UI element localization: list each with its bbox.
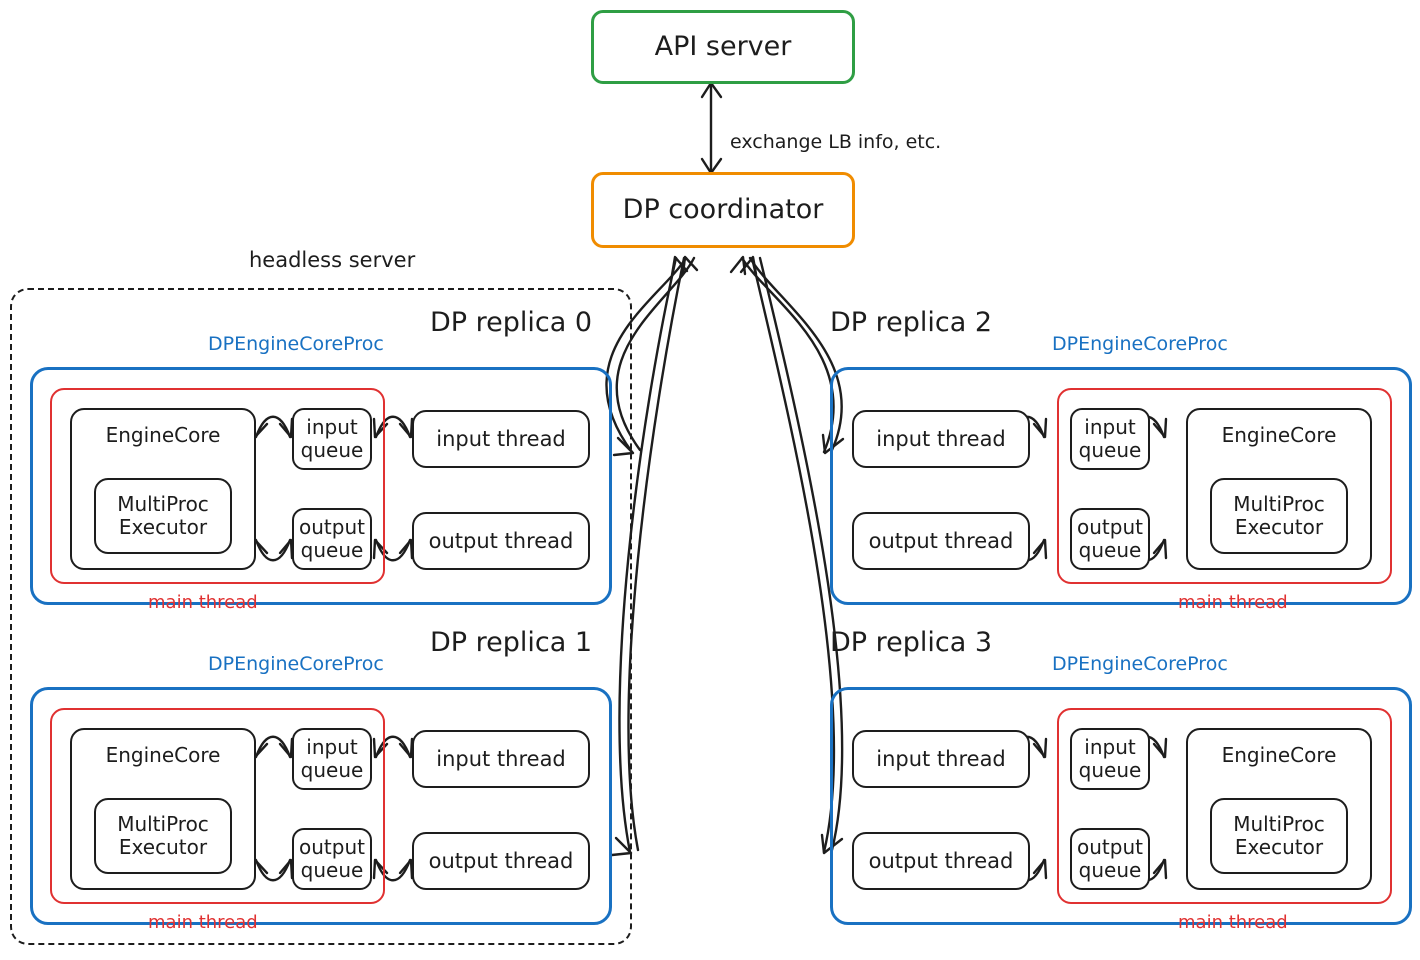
replica-3-title: DP replica 3 bbox=[830, 627, 993, 658]
edge-coordinator-replica-3-a bbox=[750, 256, 836, 854]
replica-2-output-thread-label: output thread bbox=[868, 528, 1014, 553]
dp-coordinator-node[interactable]: DP coordinator bbox=[591, 172, 855, 248]
replica-0-output-queue-label: output queue bbox=[299, 515, 365, 562]
replica-0-output-thread-label: output thread bbox=[428, 528, 574, 553]
api-server-label: API server bbox=[654, 31, 792, 63]
replica-3-main-thread-label: main thread bbox=[1178, 912, 1288, 933]
replica-1-multiproc-executor[interactable]: MultiProc Executor bbox=[94, 798, 232, 874]
replica-3-input-queue-label: input queue bbox=[1078, 735, 1142, 782]
replica-2-process-box bbox=[830, 367, 1412, 605]
replica-2-engine-core-label: EngineCore bbox=[1221, 423, 1337, 447]
replica-3-process-box bbox=[830, 687, 1412, 925]
replica-2-main-thread-box bbox=[1057, 388, 1392, 584]
replica-1-output-thread[interactable]: output thread bbox=[412, 832, 590, 890]
headless-server-boundary bbox=[10, 288, 632, 945]
replica-0-input-thread-label: input thread bbox=[436, 426, 566, 451]
replica-0-input-queue-label: input queue bbox=[300, 415, 364, 462]
replica-0-multiproc-executor-label: MultiProc Executor bbox=[117, 492, 209, 539]
replica-1-output-queue[interactable]: output queue bbox=[292, 828, 372, 890]
replica-3-multiproc-executor-label: MultiProc Executor bbox=[1233, 812, 1325, 859]
replica-0-output-queue[interactable]: output queue bbox=[292, 508, 372, 570]
replica-3-input-thread[interactable]: input thread bbox=[852, 730, 1030, 788]
replica-0-main-thread-box bbox=[50, 388, 385, 584]
replica-1-main-thread-label: main thread bbox=[148, 912, 258, 933]
replica-3-main-thread-box bbox=[1057, 708, 1392, 904]
replica-0-process-box bbox=[30, 367, 612, 605]
replica-0-input-queue[interactable]: input queue bbox=[292, 408, 372, 470]
replica-0-title: DP replica 0 bbox=[430, 307, 593, 338]
replica-2-multiproc-executor-label: MultiProc Executor bbox=[1233, 492, 1325, 539]
edge-label-exchange-lb-info: exchange LB info, etc. bbox=[730, 131, 942, 153]
replica-1-title: DP replica 1 bbox=[430, 627, 593, 658]
replica-0-output-thread[interactable]: output thread bbox=[412, 512, 590, 570]
replica-2-multiproc-executor[interactable]: MultiProc Executor bbox=[1210, 478, 1348, 554]
replica-0-input-thread[interactable]: input thread bbox=[412, 410, 590, 468]
replica-2-output-queue-label: output queue bbox=[1077, 515, 1143, 562]
replica-1-input-thread-label: input thread bbox=[436, 746, 566, 771]
replica-1-output-queue-label: output queue bbox=[299, 835, 365, 882]
replica-2-output-thread[interactable]: output thread bbox=[852, 512, 1030, 570]
replica-3-output-queue-label: output queue bbox=[1077, 835, 1143, 882]
replica-0-process-label: DPEngineCoreProc bbox=[208, 333, 384, 355]
dp-coordinator-label: DP coordinator bbox=[622, 194, 824, 226]
replica-1-process-box bbox=[30, 687, 612, 925]
replica-3-output-queue[interactable]: output queue bbox=[1070, 828, 1150, 890]
replica-1-input-queue-label: input queue bbox=[300, 735, 364, 782]
replica-1-output-thread-label: output thread bbox=[428, 848, 574, 873]
replica-3-output-thread[interactable]: output thread bbox=[852, 832, 1030, 890]
replica-2-main-thread-label: main thread bbox=[1178, 592, 1288, 613]
replica-3-input-queue[interactable]: input queue bbox=[1070, 728, 1150, 790]
replica-3-output-thread-label: output thread bbox=[868, 848, 1014, 873]
headless-server-label: headless server bbox=[249, 248, 416, 272]
replica-3-process-label: DPEngineCoreProc bbox=[1052, 653, 1228, 675]
replica-2-input-queue[interactable]: input queue bbox=[1070, 408, 1150, 470]
replica-1-input-thread[interactable]: input thread bbox=[412, 730, 590, 788]
replica-1-input-queue[interactable]: input queue bbox=[292, 728, 372, 790]
replica-2-input-thread[interactable]: input thread bbox=[852, 410, 1030, 468]
replica-0-main-thread-label: main thread bbox=[148, 592, 258, 613]
edge-coordinator-replica-2-a bbox=[740, 256, 835, 454]
replica-1-process-label: DPEngineCoreProc bbox=[208, 653, 384, 675]
replica-2-input-queue-label: input queue bbox=[1078, 415, 1142, 462]
replica-3-multiproc-executor[interactable]: MultiProc Executor bbox=[1210, 798, 1348, 874]
replica-1-multiproc-executor-label: MultiProc Executor bbox=[117, 812, 209, 859]
replica-2-output-queue[interactable]: output queue bbox=[1070, 508, 1150, 570]
replica-0-multiproc-executor[interactable]: MultiProc Executor bbox=[94, 478, 232, 554]
replica-2-process-label: DPEngineCoreProc bbox=[1052, 333, 1228, 355]
api-server-node[interactable]: API server bbox=[591, 10, 855, 84]
replica-0-engine-core-label: EngineCore bbox=[105, 423, 221, 447]
replica-2-input-thread-label: input thread bbox=[876, 426, 1006, 451]
replica-1-main-thread-box bbox=[50, 708, 385, 904]
replica-2-title: DP replica 2 bbox=[830, 307, 993, 338]
replica-1-engine-core-label: EngineCore bbox=[105, 743, 221, 767]
replica-3-input-thread-label: input thread bbox=[876, 746, 1006, 771]
replica-3-engine-core-label: EngineCore bbox=[1221, 743, 1337, 767]
